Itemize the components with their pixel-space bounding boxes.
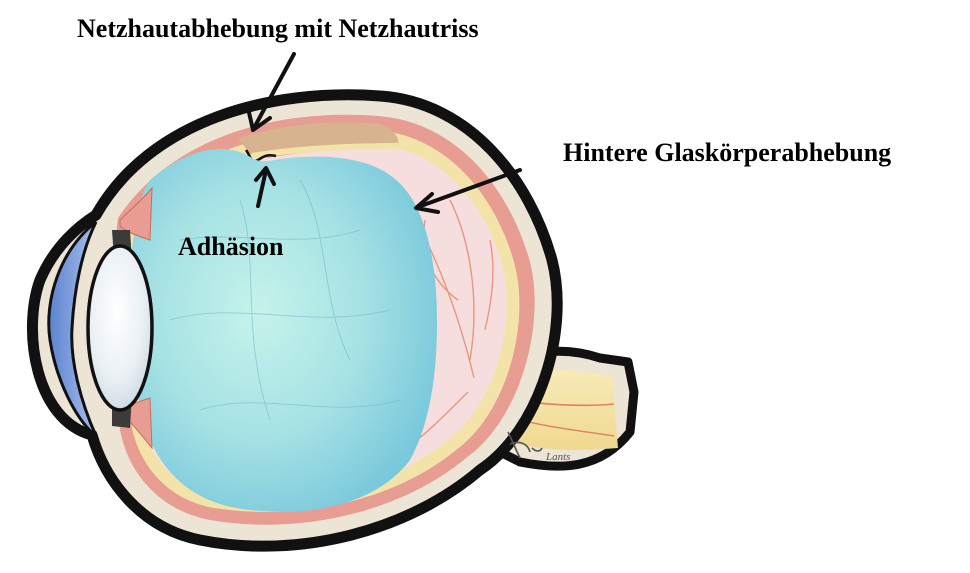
vitreous-body (129, 149, 437, 512)
artist-signature: Lants (545, 451, 570, 463)
lens (88, 246, 152, 410)
label-posterior-vitreous-detachment: Hintere Glaskörperabhebung (563, 140, 891, 166)
label-adhesion: Adhäsion (178, 234, 284, 260)
label-retinal-detachment: Netzhautabhebung mit Netzhautriss (77, 16, 479, 42)
